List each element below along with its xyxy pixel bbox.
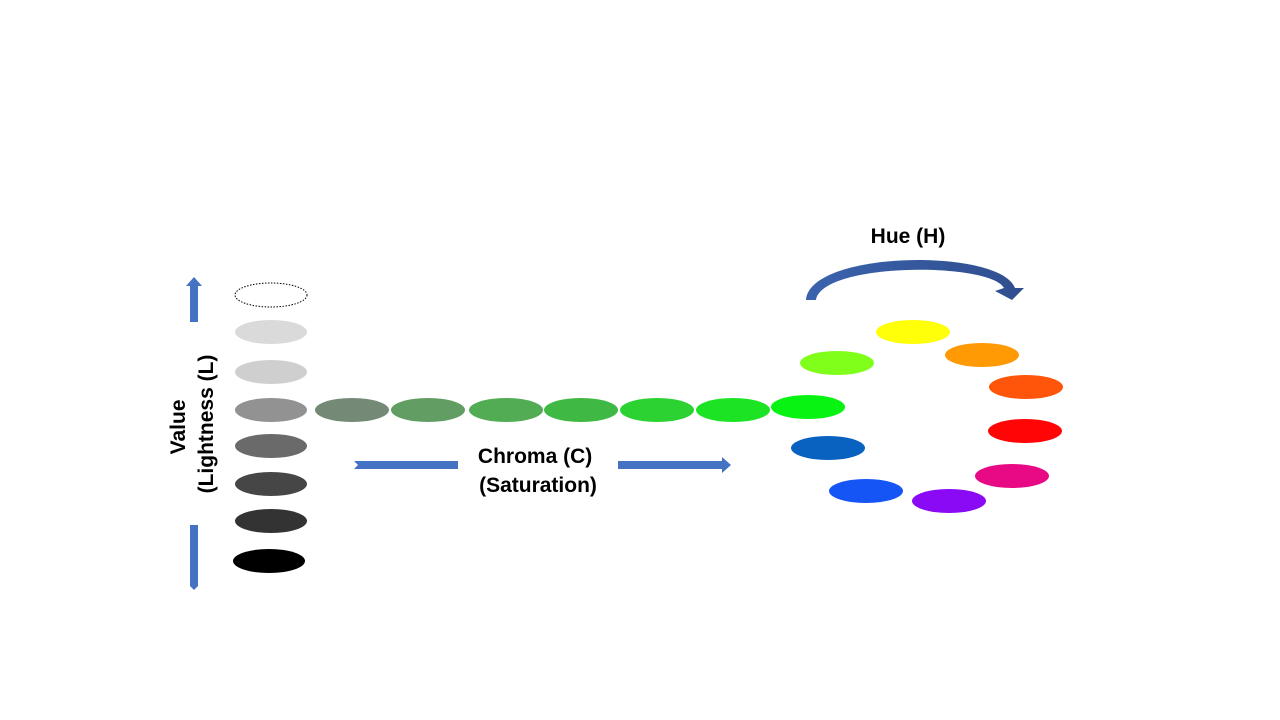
chroma-label-line2: (Saturation)	[479, 474, 597, 497]
hue-swatch	[829, 479, 903, 503]
chroma-swatch	[315, 398, 389, 422]
hue-swatch	[975, 464, 1049, 488]
chroma-swatch	[391, 398, 465, 422]
value-swatch	[235, 509, 307, 533]
value-swatch	[235, 434, 307, 458]
chroma-swatch	[771, 395, 845, 419]
chroma-label-line1: Chroma (C)	[478, 445, 592, 468]
value-axis-label: Value (Lightness (L)	[167, 355, 218, 494]
hue-curved-arrow	[806, 260, 1024, 300]
hue-swatch	[912, 489, 986, 513]
value-swatch	[234, 282, 308, 308]
value-swatch	[235, 360, 307, 384]
value-axis-arrow	[186, 277, 202, 590]
value-down-arrow	[190, 525, 198, 590]
value-swatch	[235, 398, 307, 422]
hue-swatch	[945, 343, 1019, 367]
value-swatch	[235, 472, 307, 496]
hue-label: Hue (H)	[871, 225, 946, 248]
hue-swatch	[988, 419, 1062, 443]
hue-swatch	[791, 436, 865, 460]
hue-swatch	[800, 351, 874, 375]
chroma-arrow-tail	[354, 461, 458, 469]
hue-swatch	[989, 375, 1063, 399]
chroma-axis-arrow	[354, 457, 731, 473]
value-swatch	[235, 320, 307, 344]
chroma-swatch	[620, 398, 694, 422]
chroma-swatch	[544, 398, 618, 422]
chroma-arrow-head	[618, 457, 731, 473]
value-swatch	[233, 549, 305, 573]
chroma-swatch	[469, 398, 543, 422]
chroma-swatch	[696, 398, 770, 422]
value-label-line2: (Lightness (L)	[195, 355, 218, 494]
chroma-axis-label: Chroma (C) (Saturation)	[478, 445, 598, 497]
hue-swatch-ring	[791, 320, 1063, 513]
hue-swatch	[876, 320, 950, 344]
value-up-arrow	[186, 277, 202, 322]
value-swatch-column	[233, 282, 308, 573]
chroma-swatch-row	[315, 395, 845, 422]
value-label-line1: Value	[167, 399, 190, 454]
